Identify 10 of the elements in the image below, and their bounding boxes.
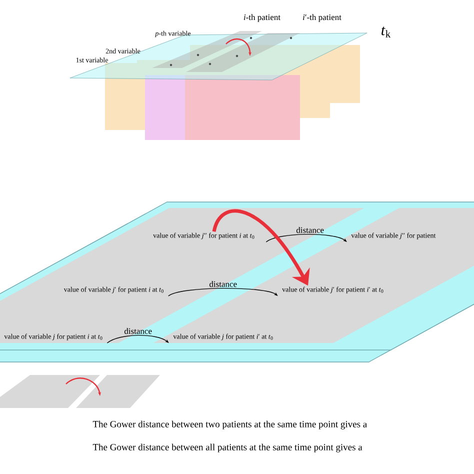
axis-label: i-th patient	[244, 14, 280, 22]
edge-label: distance	[210, 281, 237, 287]
edge-label: distance	[124, 328, 152, 334]
edge-label: distance	[296, 227, 324, 233]
caption-text: The Gower distance between two patients at the same time point gives a	[92, 420, 367, 430]
time-label: t$_{k}$	[382, 26, 391, 38]
caption-text: The Gower distance between all patients at the same time point gives a	[92, 444, 362, 452]
arrow	[106, 334, 169, 344]
arrow	[266, 234, 347, 242]
axis-label: i′-th patient	[303, 14, 342, 22]
